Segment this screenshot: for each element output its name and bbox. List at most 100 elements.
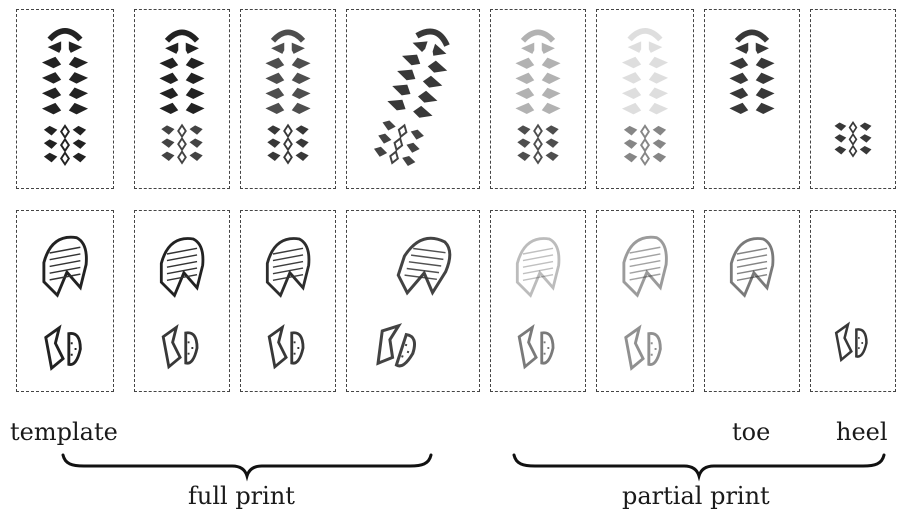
tread-lug <box>545 125 559 135</box>
tread-lug <box>272 254 304 262</box>
tread-lug <box>640 151 650 167</box>
tread-lug <box>43 139 58 149</box>
tread-lug <box>392 84 411 96</box>
tread-lug <box>60 151 70 167</box>
tread-lug <box>848 132 858 146</box>
tread-lug <box>408 261 442 267</box>
tread-lug <box>382 120 396 131</box>
tread-lug <box>545 151 559 162</box>
tread-lug <box>533 149 543 165</box>
tread-lug <box>834 122 847 131</box>
tread-lug <box>729 87 749 99</box>
tread-lug <box>404 274 437 281</box>
row1-partial-print-2-panel <box>596 9 694 189</box>
tread-lug <box>185 72 205 84</box>
shoeprint-image <box>834 321 868 363</box>
tread-lug <box>517 138 531 148</box>
tread-lug <box>412 41 428 53</box>
full-print-label: full print <box>188 482 295 510</box>
tread-lug <box>265 102 285 115</box>
tread-lug <box>629 253 661 261</box>
shoeprint-image <box>41 27 89 167</box>
tread-lug <box>161 151 175 162</box>
shoeprint-image <box>515 237 561 370</box>
shoeprint-image <box>265 237 311 370</box>
tread-lug <box>283 136 293 152</box>
tread-lug <box>402 155 416 166</box>
tread-lug <box>755 57 775 69</box>
tread-lug <box>650 342 657 356</box>
tread-lug <box>291 57 311 69</box>
row2-partial-print-2-panel <box>596 210 694 392</box>
tread-lug <box>177 123 187 139</box>
tread-lug <box>164 29 200 43</box>
tread-lug <box>735 42 749 54</box>
tread-lug <box>270 29 306 43</box>
tread-lug <box>397 123 408 139</box>
tread-lug <box>49 253 81 261</box>
tread-lug <box>652 139 667 149</box>
tread-lug <box>44 324 82 371</box>
tread-lug <box>291 42 305 54</box>
tread-lug <box>161 138 175 148</box>
tread-lug <box>541 87 561 99</box>
tread-lug <box>652 152 667 163</box>
tread-lug <box>648 102 669 115</box>
tread-lug <box>413 105 433 118</box>
tread-lug <box>387 99 406 111</box>
tread-lug <box>295 138 309 148</box>
tread-lug <box>43 152 58 163</box>
tread-lug <box>755 42 769 54</box>
tread-lug <box>72 139 87 149</box>
row1-template-panel <box>16 9 114 189</box>
tread-lug <box>427 60 448 73</box>
toe-label: toe <box>732 418 771 446</box>
shoeprint-image <box>729 237 775 298</box>
row1-partial-print-heel-panel <box>810 9 896 189</box>
tread-lug <box>627 41 642 53</box>
tread-lug <box>185 57 205 69</box>
tread-lug <box>858 337 864 349</box>
full-print-brace <box>61 453 433 482</box>
tread-lug <box>177 149 187 165</box>
tread-lug <box>189 138 203 148</box>
tread-lug <box>68 56 89 69</box>
tread-lug <box>755 87 775 99</box>
tread-lug <box>72 125 87 136</box>
tread-lug <box>834 134 847 143</box>
row2-full-print-1-panel <box>134 210 230 392</box>
tread-lug <box>621 72 642 84</box>
tread-lug <box>291 102 311 115</box>
tread-lug <box>291 87 311 99</box>
tread-lug <box>520 29 556 43</box>
heel-label: heel <box>836 418 888 446</box>
tread-lug <box>623 152 638 163</box>
tread-lug <box>623 125 638 136</box>
tread-lug <box>41 102 62 115</box>
tread-lug <box>267 125 281 135</box>
tread-lug <box>267 151 281 162</box>
tread-lug <box>49 273 81 281</box>
tread-lug <box>736 273 768 282</box>
tread-lug <box>522 273 554 282</box>
tread-lug <box>622 235 668 298</box>
tread-lug <box>265 237 311 298</box>
tread-lug <box>401 343 410 358</box>
tread-lug <box>68 87 89 99</box>
tread-lug <box>729 237 775 298</box>
tread-lug <box>621 87 642 99</box>
tread-lug <box>378 133 392 144</box>
tread-lug <box>166 267 198 275</box>
tread-lug <box>406 142 420 153</box>
tread-lug <box>43 125 58 136</box>
tread-lug <box>60 137 70 153</box>
tread-lug <box>543 341 550 355</box>
tread-lug <box>396 236 452 296</box>
tread-lug <box>295 125 309 135</box>
tread-lug <box>397 69 416 81</box>
shoeprint-image <box>515 29 561 165</box>
tread-lug <box>373 146 388 157</box>
tread-lug <box>393 136 404 152</box>
tread-lug <box>265 72 285 84</box>
tread-lug <box>522 254 554 262</box>
